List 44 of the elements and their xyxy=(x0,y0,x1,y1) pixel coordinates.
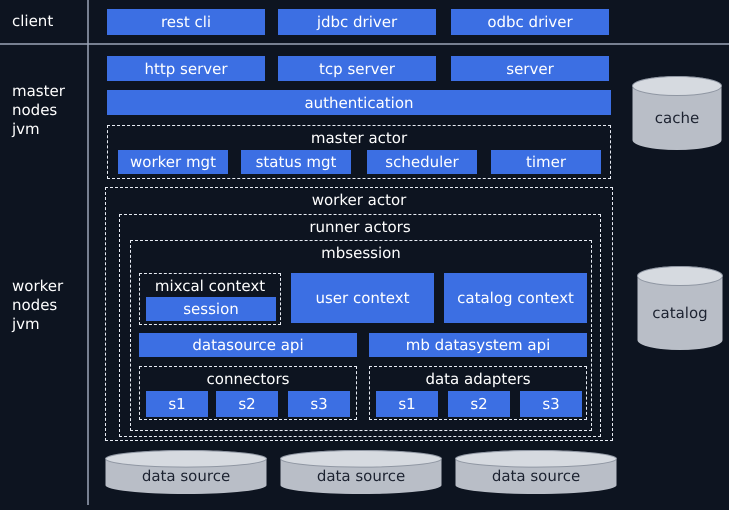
component-box: s1 xyxy=(376,391,438,417)
tier-label: worker nodes jvm xyxy=(12,277,64,334)
group-title: master actor xyxy=(310,129,408,147)
cylinder-label: data source xyxy=(140,467,232,486)
group-title: mbsession xyxy=(320,244,402,262)
cylinder-label: cache xyxy=(654,109,700,127)
component-box: s1 xyxy=(146,391,208,417)
component-box: s2 xyxy=(216,391,278,417)
component-box: status mgt xyxy=(241,150,351,174)
component-box: mb datasystem api xyxy=(369,333,587,357)
tier-label: master nodes jvm xyxy=(12,82,66,139)
component-box: user context xyxy=(291,273,434,323)
group-title: mixcal context xyxy=(154,277,266,295)
dashed-group xyxy=(139,273,281,325)
dashed-group xyxy=(130,240,592,431)
group-title: data adapters xyxy=(424,370,532,388)
component-box: s3 xyxy=(288,391,350,417)
tier-label: client xyxy=(12,12,54,31)
dashed-group xyxy=(119,214,601,437)
component-box: session xyxy=(146,297,276,321)
component-box: tcp server xyxy=(278,56,436,81)
component-box: s3 xyxy=(520,391,582,417)
dashed-group xyxy=(105,187,613,441)
component-box: jdbc driver xyxy=(278,9,436,35)
dashed-group xyxy=(107,125,611,179)
group-title: worker actor xyxy=(310,191,408,209)
component-box: scheduler xyxy=(367,150,477,174)
component-box: timer xyxy=(491,150,601,174)
cylinder-label: data source xyxy=(490,467,582,486)
component-box: s2 xyxy=(448,391,510,417)
component-box: worker mgt xyxy=(118,150,228,174)
dashed-group xyxy=(369,366,587,420)
group-title: connectors xyxy=(206,370,290,388)
dashed-group xyxy=(139,366,357,420)
component-box: server xyxy=(451,56,609,81)
component-box: authentication xyxy=(107,90,611,115)
component-box: http server xyxy=(107,56,265,81)
cylinder-label: data source xyxy=(316,467,406,486)
component-box: rest cli xyxy=(107,9,265,35)
component-box: odbc driver xyxy=(451,9,609,35)
component-box: catalog context xyxy=(444,273,587,323)
group-title: runner actors xyxy=(308,218,412,236)
component-box: datasource api xyxy=(139,333,357,357)
cylinder-label: catalog xyxy=(651,304,709,322)
